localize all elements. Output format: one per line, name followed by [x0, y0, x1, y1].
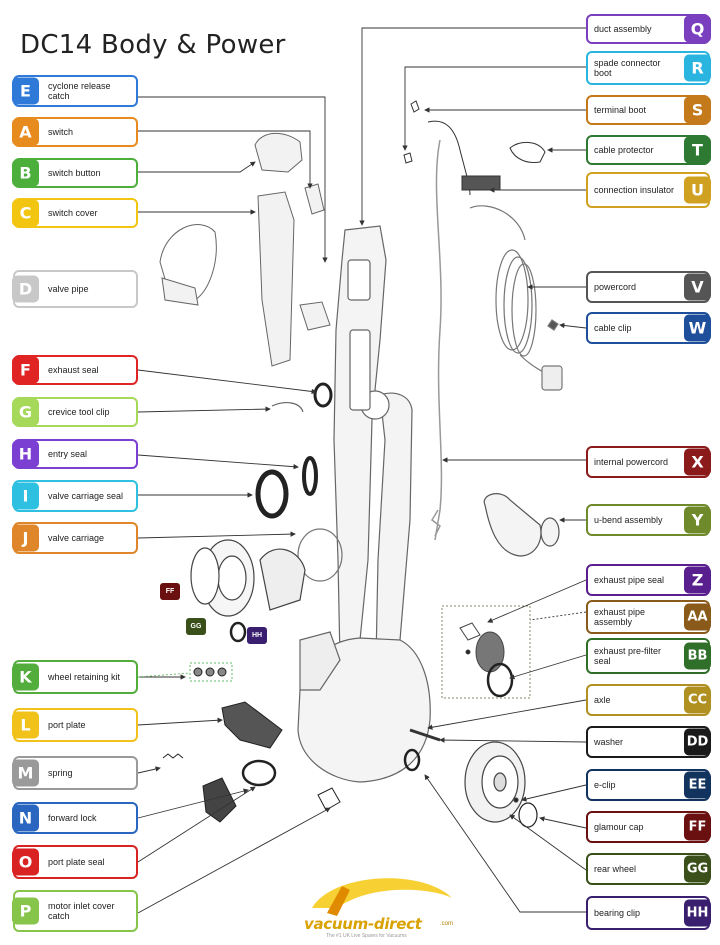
badge-h: H	[12, 440, 39, 468]
logo-wordmark: vacuum-direct	[304, 915, 422, 933]
badge-u: U	[684, 176, 711, 204]
logo-tagline: The #1 UK Live Spares for Vacuums	[326, 933, 407, 939]
label-c-switch-cover: C switch cover	[12, 198, 138, 228]
exhaust-pipe-assembly-leader	[529, 611, 587, 621]
axle-drawing	[409, 728, 441, 742]
badge-p: P	[12, 897, 39, 925]
label-g-crevice-tool-clip: G crevice tool clip	[12, 397, 138, 427]
badge-s: S	[684, 96, 711, 124]
lower-parts-drawing	[162, 662, 341, 823]
badge-y: Y	[684, 506, 711, 534]
label-x-internal-powercord: internal powercord X	[586, 446, 711, 478]
exhaust-group-drawing	[441, 605, 531, 699]
label-u-connection-insulator: connection insulator U	[586, 172, 711, 208]
label-hh-bearing-clip: bearing clip HH	[586, 896, 711, 930]
label-r-spade-connector-boot: spade connector boot R	[586, 51, 711, 85]
label-y-u-bend-assembly: u-bend assembly Y	[586, 504, 711, 536]
badge-ff: FF	[684, 813, 711, 841]
badge-i: I	[12, 482, 39, 510]
badge-x: X	[684, 448, 711, 476]
badge-z: Z	[684, 566, 711, 594]
badge-g: G	[12, 398, 39, 426]
u-bend-drawing	[483, 493, 560, 557]
label-t-cable-protector: cable protector T	[586, 135, 711, 165]
label-v-powercord: powercord V	[586, 271, 711, 303]
label-cc-axle: axle CC	[586, 684, 711, 716]
badge-bb: BB	[684, 642, 711, 670]
label-d-valve-pipe: D valve pipe	[12, 270, 138, 308]
badge-w: W	[684, 314, 711, 342]
badge-j: J	[12, 524, 39, 552]
badge-k: K	[12, 663, 39, 691]
mini-badge-gg: GG	[186, 618, 206, 635]
label-f-exhaust-seal: F exhaust seal	[12, 355, 138, 385]
badge-gg: GG	[684, 855, 711, 883]
label-aa-exhaust-pipe-assembly: exhaust pipe assembly AA	[586, 600, 711, 634]
label-i-valve-carriage-seal: I valve carriage seal	[12, 480, 138, 512]
badge-d: D	[12, 275, 39, 303]
badge-hh: HH	[684, 899, 711, 927]
badge-v: V	[684, 273, 711, 301]
label-s-terminal-boot: terminal boot S	[586, 95, 711, 125]
label-gg-rear-wheel: rear wheel GG	[586, 853, 711, 885]
label-n-forward-lock: N forward lock	[12, 802, 138, 834]
upright-body-drawing	[297, 225, 431, 783]
logo-suffix: .com	[440, 921, 454, 927]
badge-t: T	[684, 136, 711, 164]
label-a-switch: A switch	[12, 117, 138, 147]
badge-m: M	[12, 759, 39, 787]
badge-cc: CC	[684, 686, 711, 714]
switch-cover-drawing	[159, 132, 331, 367]
badge-aa: AA	[684, 603, 711, 631]
label-e-cyclone-release-catch: E cyclone release catch	[12, 75, 138, 107]
badge-f: F	[12, 356, 39, 384]
badge-ee: EE	[684, 771, 711, 799]
label-p-motor-inlet-cover-catch: P motor inlet cover catch	[12, 890, 138, 932]
label-j-valve-carriage: J valve carriage	[12, 522, 138, 554]
label-w-cable-clip: cable clip W	[586, 312, 711, 344]
right-leader-lines	[359, 27, 587, 913]
terminal-parts-drawing	[403, 100, 546, 196]
badge-a: A	[12, 118, 39, 146]
label-ff-glamour-cap: glamour cap FF	[586, 811, 711, 843]
label-k-wheel-retaining-kit: K wheel retaining kit	[12, 660, 138, 694]
badge-q: Q	[684, 15, 711, 43]
badge-o: O	[12, 848, 39, 876]
label-m-spring: M spring	[12, 756, 138, 790]
label-q-duct-assembly: duct assembly Q	[586, 14, 711, 44]
label-bb-exhaust-pre-filter-seal: exhaust pre-filter seal BB	[586, 638, 711, 674]
vacuum-direct-logo	[312, 878, 452, 916]
label-h-entry-seal: H entry seal	[12, 439, 138, 469]
left-wheel-drawing	[190, 539, 306, 617]
label-z-exhaust-pipe-seal: exhaust pipe seal Z	[586, 564, 711, 596]
internal-powercord-drawing	[431, 139, 443, 541]
left-leader-lines	[137, 96, 331, 914]
badge-n: N	[12, 804, 39, 832]
wheel-retaining-kit-leader-dots	[137, 672, 191, 678]
mini-badge-hh: HH	[247, 627, 267, 644]
label-o-port-plate-seal: O port plate seal	[12, 845, 138, 879]
badge-c: C	[12, 199, 39, 227]
seal-rings-drawing	[229, 382, 421, 787]
badge-r: R	[684, 54, 711, 82]
powercord-coil-drawing	[469, 205, 563, 391]
label-dd-washer: washer DD	[586, 726, 711, 758]
diagram-title: DC14 Body & Power	[20, 30, 286, 60]
badge-e: E	[12, 77, 39, 105]
badge-b: B	[12, 159, 39, 187]
mini-badge-ff: FF	[160, 583, 180, 600]
rear-wheel-drawing	[464, 741, 538, 828]
label-l-port-plate: L port plate	[12, 708, 138, 742]
badge-dd: DD	[684, 728, 711, 756]
label-b-switch-button: B switch button	[12, 158, 138, 188]
badge-l: L	[12, 711, 39, 739]
label-ee-e-clip: e-clip EE	[586, 769, 711, 801]
